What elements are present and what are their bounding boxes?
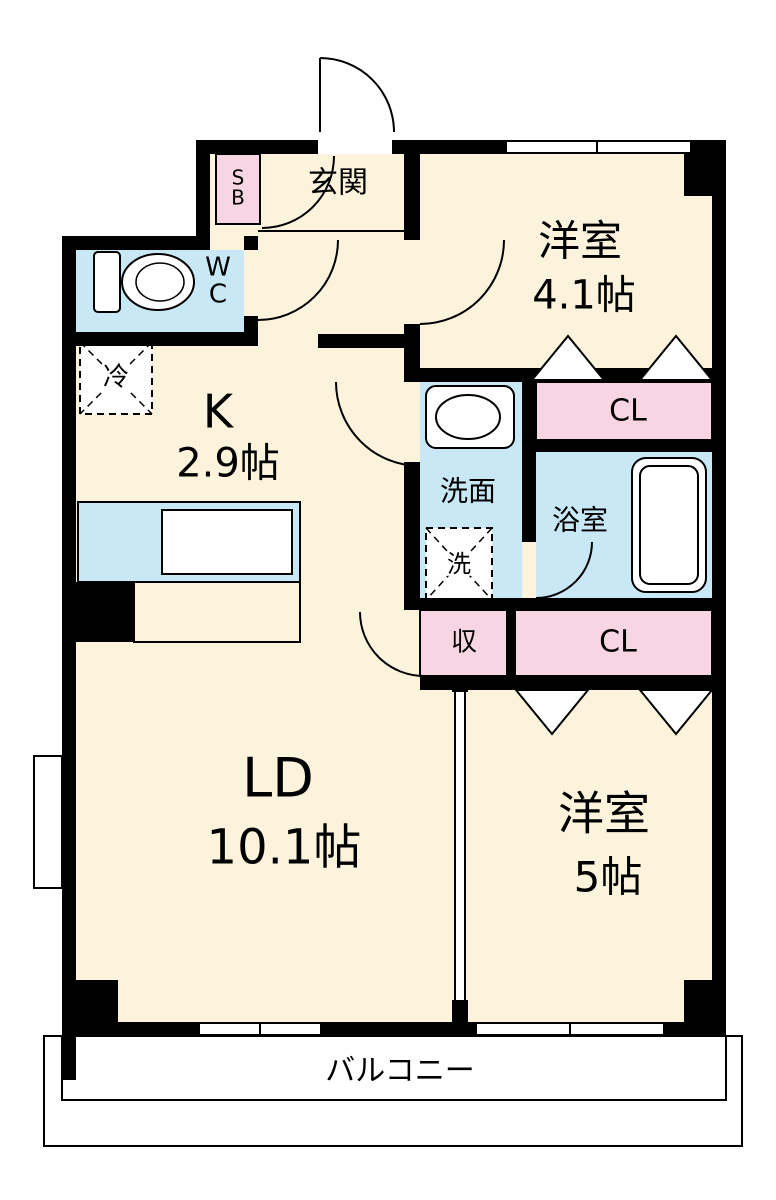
- refrigerator-label: 冷: [99, 365, 133, 392]
- refrigerator-label-text: 冷: [99, 365, 133, 392]
- wall-segment: [404, 324, 420, 382]
- closet-door-symbols: [513, 334, 715, 736]
- window-upper-room: [505, 140, 692, 154]
- bathtub-inner: [639, 465, 699, 585]
- column: [684, 980, 726, 1036]
- closet-door-triangle: [637, 334, 715, 381]
- toilet-tank: [93, 251, 121, 313]
- column: [62, 980, 118, 1036]
- exterior-cutout: [76, 140, 196, 236]
- upper-room-name: 洋室: [537, 216, 623, 266]
- genkan-door-arc: [261, 155, 335, 229]
- lower-room-name: 洋室: [558, 786, 650, 841]
- washer-label: 洗: [444, 551, 474, 576]
- closet-lower-label: CL: [599, 624, 637, 660]
- living-dining-size: 10.1帖: [206, 819, 362, 876]
- upper-room-size: 4.1帖: [532, 272, 636, 319]
- wall-segment: [712, 140, 726, 1036]
- window-lower-room: [475, 1022, 665, 1036]
- closet-door-triangle: [529, 334, 607, 381]
- shoe-box-label-line2: B: [231, 186, 245, 210]
- wall-segment: [62, 332, 258, 346]
- closet-lower-area: [511, 609, 713, 677]
- shoe-box-label-line1: S: [231, 165, 245, 190]
- wall-segment: [404, 140, 420, 240]
- window-living: [198, 1022, 322, 1036]
- shoe-box-label: S B: [231, 165, 245, 210]
- washroom-label: 洗面: [439, 474, 497, 508]
- wall-segment: [420, 676, 712, 690]
- closet-upper-label: CL: [609, 393, 647, 429]
- walls: [62, 140, 726, 1080]
- wall-segment: [452, 676, 468, 692]
- shoe-box-area: [215, 153, 261, 225]
- washbasin-bowl: [435, 394, 501, 440]
- bathtub: [631, 457, 707, 593]
- pipe-space: [33, 755, 63, 889]
- washer-label-text: 洗: [444, 551, 474, 576]
- wall-segment: [404, 462, 420, 610]
- closet-door-triangle: [513, 689, 591, 736]
- genkan-step-line: [258, 230, 404, 232]
- genkan-label: 玄関: [308, 165, 368, 201]
- storage-area: [419, 609, 513, 677]
- balcony-area: [61, 1035, 727, 1101]
- kitchen-counter-lower: [133, 581, 301, 643]
- washroom-door-arc: [335, 381, 421, 467]
- wall-segment: [62, 236, 210, 250]
- windows: [198, 140, 692, 1036]
- kitchen-wall-stub: [76, 582, 134, 642]
- wall-segment: [244, 236, 258, 250]
- wall-segment: [196, 140, 210, 250]
- toilet-bowl-inner: [135, 262, 185, 302]
- closet-door-triangle: [637, 689, 715, 736]
- storage-label: 収: [450, 627, 478, 658]
- entrance-door-arc: [319, 57, 395, 133]
- exterior: [33, 755, 743, 1147]
- bathroom-label: 浴室: [551, 503, 609, 537]
- lower-room-size: 5帖: [573, 852, 643, 902]
- kitchen-sink: [161, 509, 293, 575]
- wc-label-line2: C: [208, 279, 228, 309]
- wall-segment: [62, 236, 76, 1036]
- door-swings: [257, 57, 593, 677]
- wall-segment: [452, 1000, 468, 1022]
- storage-door-arc: [359, 611, 425, 677]
- wall-segment: [196, 140, 318, 154]
- wall-segment: [420, 598, 712, 610]
- wall-segment: [62, 1036, 76, 1080]
- wc-label: W C: [205, 254, 231, 307]
- kitchen-size: 2.9帖: [176, 440, 280, 487]
- wc-door-arc: [257, 239, 339, 321]
- balcony-label: バルコニー: [325, 1053, 475, 1089]
- wall-segment: [318, 334, 420, 348]
- kitchen-name: K: [202, 384, 234, 439]
- living-dining-name: LD: [242, 746, 314, 810]
- partition-door: [454, 692, 466, 1000]
- wall-segment: [536, 440, 712, 452]
- wc-label-line1: W: [205, 252, 231, 283]
- wall-segment: [506, 610, 516, 676]
- wall-segment: [522, 382, 536, 542]
- bathroom-door-arc: [535, 541, 593, 599]
- upper-room-door-arc: [419, 239, 505, 325]
